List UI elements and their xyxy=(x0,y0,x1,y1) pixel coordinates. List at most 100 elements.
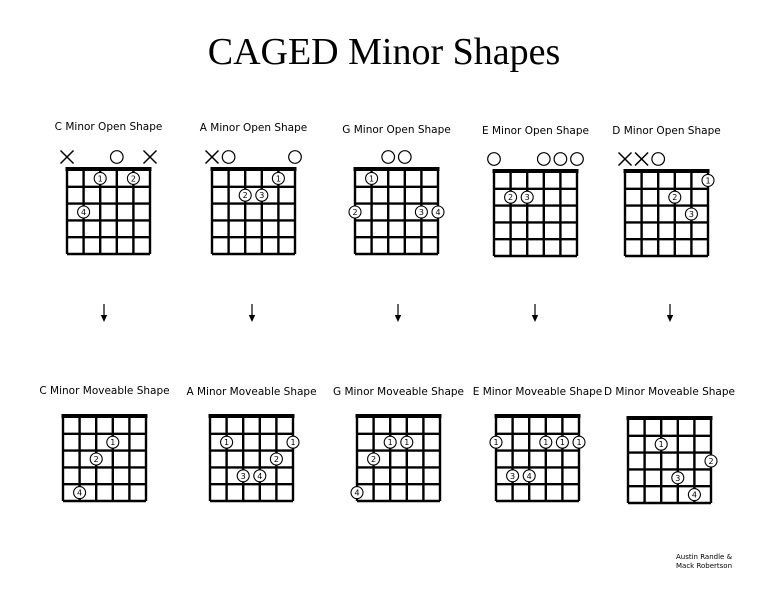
finger-number: 1 xyxy=(404,438,409,447)
nut xyxy=(208,414,295,418)
finger-number: 3 xyxy=(689,210,694,219)
open-chord-1: 1 2 3 xyxy=(204,149,302,256)
credit-line-2: Mack Robertson xyxy=(676,562,733,570)
finger-number: 1 xyxy=(493,438,498,447)
finger-dot: 4 xyxy=(253,469,267,483)
muted-string-marker xyxy=(142,149,158,165)
finger-dot: 1 xyxy=(572,435,586,449)
moveable-shape-label: E Minor Moveable Shape xyxy=(472,386,603,398)
finger-number: 1 xyxy=(276,174,281,183)
open-shape-label: C Minor Open Shape xyxy=(54,121,163,133)
moveable-chord-4: 1 2 3 4 xyxy=(626,416,718,505)
finger-dot: 3 xyxy=(414,205,428,219)
finger-number: 4 xyxy=(81,208,86,217)
open-string-marker xyxy=(570,152,584,166)
credits: Austin Randle & Mack Robertson xyxy=(676,553,732,571)
nut xyxy=(355,414,442,418)
finger-dot: 2 xyxy=(89,452,103,466)
open-shape-label: A Minor Open Shape xyxy=(199,122,308,134)
finger-dot: 1 xyxy=(93,171,107,185)
finger-dot: 2 xyxy=(238,188,252,202)
finger-number: 1 xyxy=(290,438,295,447)
open-string-marker xyxy=(536,152,551,166)
finger-dot: 2 xyxy=(704,454,718,468)
finger-number: 3 xyxy=(510,472,515,481)
finger-dot: 3 xyxy=(671,471,685,485)
open-chord-4: 1 2 3 xyxy=(617,151,715,258)
finger-number: 1 xyxy=(705,176,710,185)
page-title: CAGED Minor Shapes xyxy=(207,31,561,73)
finger-dot: 4 xyxy=(350,486,364,500)
finger-dot: 3 xyxy=(506,469,520,483)
finger-dot: 1 xyxy=(286,435,300,449)
nut xyxy=(61,414,148,418)
finger-dot: 4 xyxy=(431,205,445,219)
finger-number: 4 xyxy=(257,472,262,481)
finger-number: 2 xyxy=(672,193,677,202)
nut xyxy=(210,167,297,171)
open-string-marker xyxy=(553,152,568,166)
finger-dot: 2 xyxy=(504,190,518,204)
finger-number: 2 xyxy=(274,455,279,464)
finger-number: 4 xyxy=(527,472,532,481)
finger-number: 1 xyxy=(388,438,393,447)
finger-number: 4 xyxy=(77,489,82,498)
open-shape-label: E Minor Open Shape xyxy=(482,125,589,137)
finger-dot: 1 xyxy=(106,435,120,449)
finger-number: 2 xyxy=(371,455,376,464)
finger-number: 1 xyxy=(224,438,229,447)
open-string-marker xyxy=(651,152,666,166)
open-shape-label: D Minor Open Shape xyxy=(612,125,721,137)
finger-number: 2 xyxy=(94,455,99,464)
nut xyxy=(494,414,581,418)
finger-dot: 3 xyxy=(684,207,698,221)
finger-number: 3 xyxy=(241,472,246,481)
moveable-shape-label: C Minor Moveable Shape xyxy=(39,385,170,397)
finger-number: 4 xyxy=(692,491,697,500)
open-string-marker xyxy=(221,150,236,164)
finger-dot: 1 xyxy=(489,435,503,449)
muted-string-marker xyxy=(617,151,633,167)
finger-number: 1 xyxy=(369,174,374,183)
moveable-shape-label: G Minor Moveable Shape xyxy=(332,386,465,398)
moveable-chord-2: 1 1 2 4 xyxy=(350,414,442,503)
finger-number: 1 xyxy=(576,438,581,447)
nut xyxy=(65,167,152,171)
finger-dot: 1 xyxy=(400,435,414,449)
finger-dot: 1 xyxy=(654,437,668,451)
finger-dot: 1 xyxy=(539,435,553,449)
open-shape-label: G Minor Open Shape xyxy=(342,124,451,136)
moveable-shape-label: D Minor Moveable Shape xyxy=(604,386,735,398)
finger-dot: 2 xyxy=(367,452,381,466)
down-arrow-icon xyxy=(248,304,256,322)
finger-number: 2 xyxy=(243,191,248,200)
muted-string-marker xyxy=(204,149,220,165)
finger-dot: 1 xyxy=(701,173,715,187)
credit-line-1: Austin Randle & xyxy=(676,553,733,561)
finger-dot: 1 xyxy=(271,171,285,185)
open-string-marker xyxy=(109,150,124,164)
finger-dot: 2 xyxy=(668,190,682,204)
down-arrow-icon xyxy=(666,304,674,322)
finger-number: 3 xyxy=(675,474,680,483)
finger-dot: 3 xyxy=(255,188,269,202)
finger-number: 1 xyxy=(543,438,548,447)
finger-number: 3 xyxy=(259,191,264,200)
moveable-shape-label: A Minor Moveable Shape xyxy=(186,386,317,398)
finger-number: 3 xyxy=(525,193,530,202)
muted-string-marker xyxy=(634,151,649,167)
nut xyxy=(353,167,440,171)
nut xyxy=(626,416,713,420)
finger-number: 4 xyxy=(435,208,440,217)
finger-dot: 4 xyxy=(687,488,701,502)
finger-dot: 1 xyxy=(555,435,569,449)
finger-dot: 4 xyxy=(73,486,87,500)
open-string-marker xyxy=(288,150,302,164)
nut xyxy=(492,169,579,173)
finger-number: 3 xyxy=(419,208,424,217)
